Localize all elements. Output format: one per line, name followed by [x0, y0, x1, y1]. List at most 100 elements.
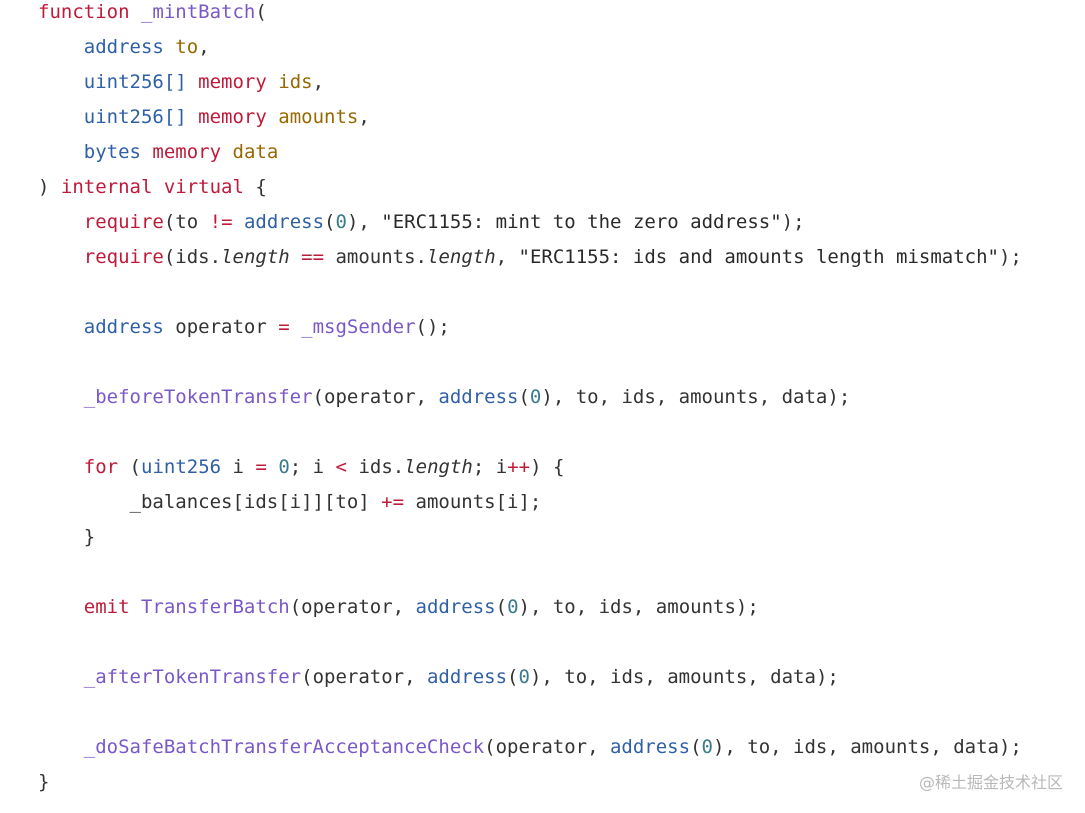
code-token: _msgSender	[301, 316, 416, 338]
code-token: ids	[278, 71, 313, 93]
code-token	[290, 246, 301, 268]
code-token: (	[484, 736, 496, 758]
code-line: uint256[] memory ids,	[38, 65, 1022, 100]
code-token	[38, 386, 84, 408]
code-token	[38, 141, 84, 163]
code-token	[152, 176, 163, 198]
code-token: operator,	[301, 596, 416, 618]
code-token: to, ids, amounts, data	[575, 386, 828, 408]
code-token: address	[438, 386, 519, 408]
code-token	[164, 36, 175, 58]
code-token	[130, 596, 141, 618]
code-token: uint256[]	[83, 71, 187, 93]
code-line: _doSafeBatchTransferAcceptanceCheck(oper…	[38, 730, 1022, 765]
code-token: amounts.	[324, 246, 427, 268]
code-token	[221, 141, 232, 163]
code-token: }	[38, 771, 50, 793]
code-token: ),	[346, 211, 382, 233]
code-token	[290, 316, 301, 338]
code-line: function _mintBatch(	[38, 0, 1022, 30]
code-line: _afterTokenTransfer(operator, address(0)…	[38, 660, 1022, 695]
code-token: to, ids, amounts	[552, 596, 736, 618]
code-token: 0	[507, 596, 519, 618]
code-token: <	[335, 456, 347, 478]
code-token: (	[163, 211, 176, 233]
code-token	[38, 596, 84, 618]
code-line: require(to != address(0), "ERC1155: mint…	[38, 205, 1022, 240]
code-token: );	[827, 386, 851, 408]
code-token	[38, 456, 84, 478]
code-token: i	[221, 456, 256, 478]
code-token: 0	[278, 456, 290, 478]
code-token	[38, 246, 84, 268]
code-token: uint256	[141, 456, 222, 478]
code-token: i	[495, 456, 508, 478]
code-token: );	[781, 211, 805, 233]
code-line: }	[38, 765, 1022, 800]
code-token: ),	[518, 596, 553, 618]
code-token: amounts[i];	[404, 491, 542, 513]
code-token: data	[232, 141, 279, 163]
code-token: ();	[415, 316, 450, 338]
code-token: );	[815, 666, 839, 688]
code-token	[38, 36, 84, 58]
code-token: length	[404, 456, 473, 478]
code-token	[267, 106, 278, 128]
code-token: =	[255, 456, 267, 478]
code-token: 0	[701, 736, 713, 758]
code-token: }	[83, 526, 96, 548]
code-token: (	[495, 596, 508, 618]
code-token: ;	[472, 456, 496, 478]
code-token: length	[221, 246, 290, 268]
code-token: uint256[]	[83, 106, 187, 128]
code-token	[38, 526, 84, 548]
code-token: for	[83, 456, 119, 478]
code-line	[38, 415, 1022, 450]
code-token: ids.	[347, 456, 405, 478]
code-token: i	[312, 456, 336, 478]
code-token: address	[83, 316, 164, 338]
code-token: _beforeTokenTransfer	[83, 386, 313, 408]
code-token: TransferBatch	[140, 596, 290, 618]
code-token	[38, 211, 84, 233]
code-token: (	[163, 246, 176, 268]
code-token: ,	[358, 106, 370, 128]
code-token	[141, 141, 152, 163]
code-token	[130, 1, 141, 23]
code-token: ),	[541, 386, 576, 408]
code-token: amounts	[278, 106, 359, 128]
code-token: (	[289, 596, 302, 618]
code-token: );	[735, 596, 759, 618]
code-line	[38, 625, 1022, 660]
code-token	[118, 456, 129, 478]
code-token: 0	[335, 211, 347, 233]
code-token: ,	[198, 36, 210, 58]
code-line: uint256[] memory amounts,	[38, 100, 1022, 135]
code-token: );	[998, 246, 1022, 268]
code-token: 0	[518, 666, 530, 688]
watermark: @稀土掘金技术社区	[918, 773, 1063, 792]
code-token: memory	[152, 141, 222, 163]
code-line	[38, 555, 1022, 590]
code-token: (	[255, 1, 267, 23]
code-token: 0	[529, 386, 542, 408]
code-block: function _mintBatch( address to, uint256…	[38, 0, 1022, 800]
code-token: operator,	[312, 666, 427, 688]
code-token: _doSafeBatchTransferAcceptanceCheck	[83, 736, 485, 758]
code-token: operator	[163, 316, 279, 338]
code-token: _afterTokenTransfer	[83, 666, 302, 688]
code-line	[38, 695, 1022, 730]
code-line: }	[38, 520, 1022, 555]
code-token: ),	[529, 666, 565, 688]
code-token: memory	[198, 71, 267, 93]
code-token	[187, 106, 198, 128]
code-token: (	[312, 386, 324, 408]
code-token: !=	[209, 211, 233, 233]
code-line: _beforeTokenTransfer(operator, address(0…	[38, 380, 1022, 415]
code-token: (	[507, 666, 519, 688]
code-token: to	[175, 36, 199, 58]
code-token: virtual	[163, 176, 244, 198]
code-line: ) internal virtual {	[38, 170, 1022, 205]
code-token: ids.	[175, 246, 222, 268]
code-token: ,	[495, 246, 519, 268]
